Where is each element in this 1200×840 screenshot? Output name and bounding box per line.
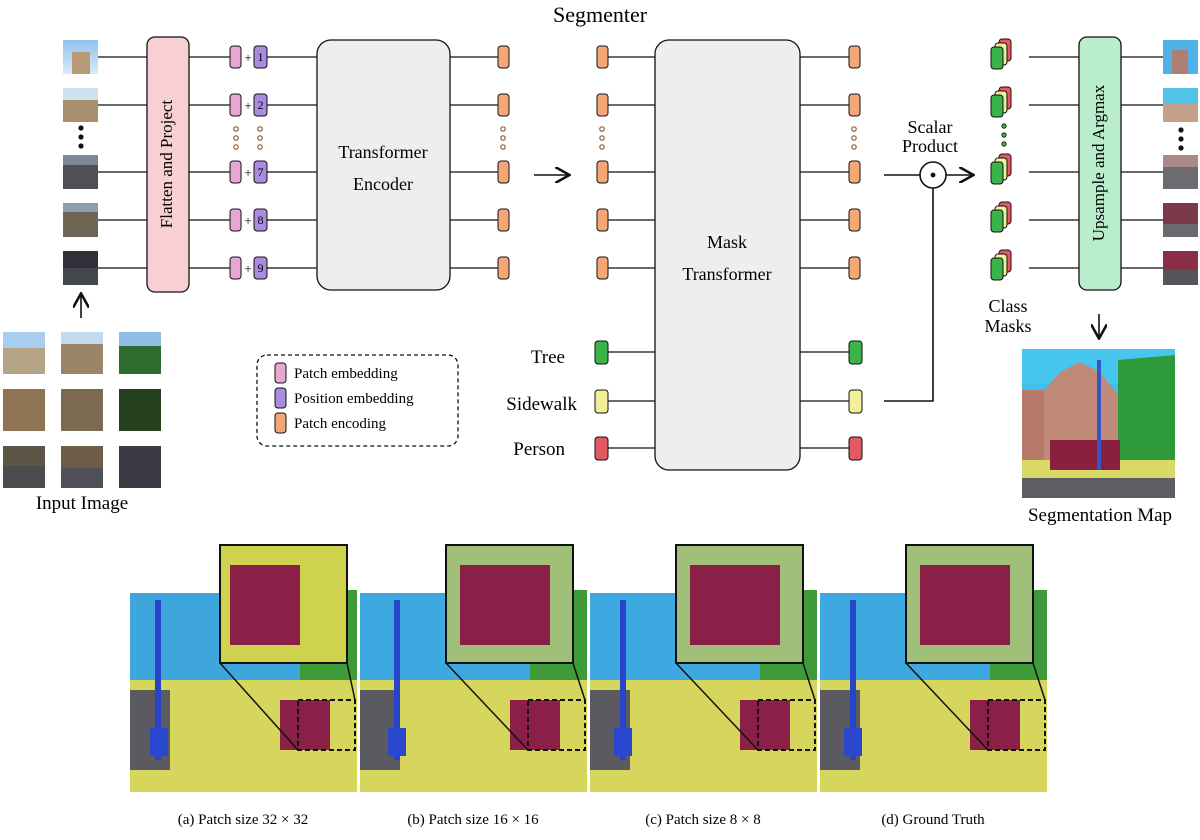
caption-d: (d) Ground Truth <box>881 812 985 828</box>
mask-transformer-label-line1: Mask <box>707 232 747 252</box>
patch-embedding-token <box>229 160 242 184</box>
upsample-argmax-block <box>1078 36 1122 291</box>
comparison-panel-c <box>590 544 817 792</box>
scalar-product: Scalar Product <box>884 117 972 402</box>
flatten-project-block <box>146 36 190 293</box>
legend-swatch-position-embedding <box>274 387 287 409</box>
flatten-project-label: Flatten and Project <box>157 100 176 229</box>
mask-transformer-label-line2: Transformer <box>682 264 771 284</box>
patch-encoding-token <box>596 256 609 280</box>
class-mask-stack <box>990 86 1012 118</box>
svg-text:+: + <box>244 50 251 65</box>
legend: Patch embedding Position embedding Patch… <box>256 354 459 447</box>
comparison-panel-d <box>820 544 1047 792</box>
class-token-person <box>594 436 609 461</box>
position-number: 7 <box>258 165 264 179</box>
position-embedding-token <box>253 93 268 117</box>
position-embedding-token <box>253 208 268 232</box>
position-number: 8 <box>258 213 264 227</box>
class-label-sidewalk: Sidewalk <box>506 394 577 415</box>
encoder-label-line2: Encoder <box>353 174 413 194</box>
position-number: 9 <box>258 261 264 275</box>
patch-embedding-token <box>229 256 242 280</box>
class-mask-stack <box>990 153 1012 185</box>
caption-c: (c) Patch size 8 × 8 <box>645 812 761 828</box>
input-image-label: Input Image <box>36 493 128 514</box>
caption-a: (a) Patch size 32 × 32 <box>178 812 309 828</box>
output-patch-column <box>1121 40 1198 285</box>
diagram-title: Segmenter <box>553 2 648 27</box>
transformer-encoder-block <box>316 39 451 291</box>
comparison-panel-a <box>130 544 357 792</box>
patch-encoding-token <box>848 93 861 117</box>
patch-encoding-token <box>848 160 861 184</box>
comparison-panel-b <box>360 544 587 792</box>
patch-lines <box>98 56 147 269</box>
captions: (a) Patch size 32 × 32 (b) Patch size 16… <box>178 812 985 828</box>
class-masks-label-line2: Masks <box>984 316 1031 336</box>
mask-transformer-inputs: Tree Sidewalk Person <box>506 45 655 461</box>
patch-encoding-token <box>596 45 609 69</box>
patch-encoding-token <box>596 208 609 232</box>
patch-encoding-token <box>848 45 861 69</box>
legend-label: Patch embedding <box>294 366 398 382</box>
upsample-argmax-label: Upsample and Argmax <box>1089 84 1108 241</box>
legend-label: Patch encoding <box>294 416 387 432</box>
class-mask-stack <box>990 201 1012 233</box>
legend-swatch-patch-embedding <box>274 362 287 384</box>
patch-embedding-token <box>229 93 242 117</box>
comparison-panels <box>130 544 1047 792</box>
patch-encoding-token <box>596 160 609 184</box>
patch-encoding-token <box>497 256 510 280</box>
segmentation-map <box>1022 349 1175 498</box>
embedding-rows: + + + + + 1 2 7 8 9 <box>189 45 317 280</box>
patch-embedding-token <box>229 208 242 232</box>
legend-box <box>256 354 459 447</box>
class-label-person: Person <box>513 439 565 460</box>
encoder-output-tokens <box>450 45 510 280</box>
input-patch-column <box>63 40 98 285</box>
mask-transformer-block <box>654 39 801 471</box>
class-mask-stack <box>990 38 1012 70</box>
input-image-grid <box>3 332 161 488</box>
position-number: 1 <box>258 50 264 64</box>
patch-encoding-token <box>497 208 510 232</box>
patch-encoding-token <box>848 208 861 232</box>
encoder-label-line1: Transformer <box>338 142 427 162</box>
class-mask-stacks <box>990 38 1079 281</box>
patch-encoding-token <box>497 45 510 69</box>
legend-swatch-patch-encoding <box>274 412 287 434</box>
position-embedding-token <box>253 160 268 184</box>
patch-embedding-token <box>229 45 242 69</box>
legend-label: Position embedding <box>294 391 414 407</box>
svg-text:+: + <box>244 98 251 113</box>
svg-text:+: + <box>244 261 251 276</box>
class-output-person <box>848 436 863 461</box>
ellipsis-dots <box>233 126 263 150</box>
scalar-label-line1: Scalar <box>908 117 953 137</box>
patch-encoding-token <box>848 256 861 280</box>
scalar-label-line2: Product <box>902 136 958 156</box>
position-embedding-token <box>253 45 268 69</box>
class-masks-label-line1: Class <box>988 296 1027 316</box>
segmentation-map-label: Segmentation Map <box>1028 505 1172 526</box>
patch-encoding-token <box>497 93 510 117</box>
patch-encoding-token <box>596 93 609 117</box>
mask-transformer-outputs <box>800 45 863 461</box>
class-mask-stack <box>990 249 1012 281</box>
caption-b: (b) Patch size 16 × 16 <box>407 812 539 828</box>
position-number: 2 <box>258 98 264 112</box>
class-token-tree <box>594 340 609 365</box>
position-embedding-token <box>253 256 268 280</box>
patch-encoding-token <box>497 160 510 184</box>
svg-text:+: + <box>244 165 251 180</box>
svg-text:+: + <box>244 213 251 228</box>
class-output-tree <box>848 340 863 365</box>
class-token-sidewalk <box>594 389 609 414</box>
class-label-tree: Tree <box>531 347 565 368</box>
class-output-sidewalk <box>848 389 863 414</box>
